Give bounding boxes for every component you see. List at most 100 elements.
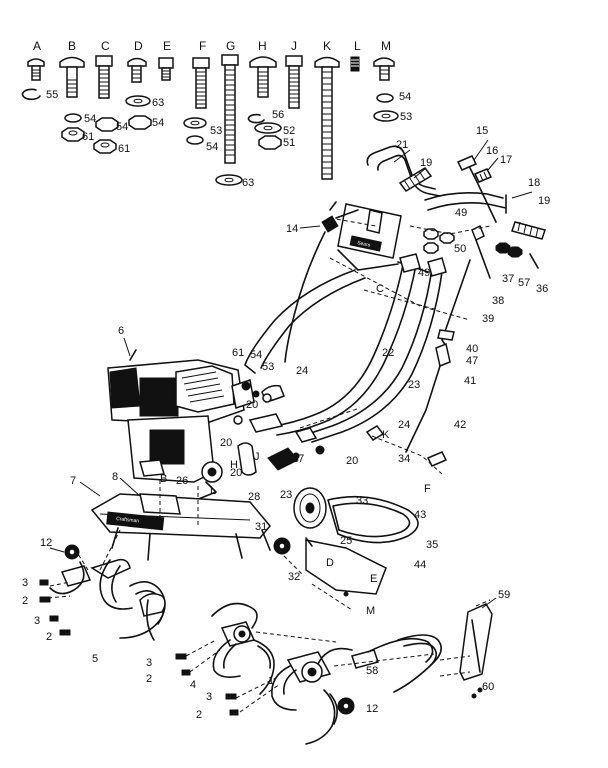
bolt-c [95,55,113,99]
callout-12-a: 12 [40,537,52,549]
callout-16: 16 [486,145,498,157]
hardware-letter-c: C [101,39,110,53]
bolt-f [192,57,210,109]
washer-52 [254,122,282,134]
callout-2-c: 2 [146,673,152,685]
hardware-letter-f: F [199,39,206,53]
lockwasher-56 [247,113,265,124]
callout-35: 35 [426,539,438,551]
hardware-letter-d: D [134,39,143,53]
nut-61-c [93,139,117,154]
lockwasher-54-f [186,135,204,145]
bracket-left [294,427,318,443]
pulley-and-belt [237,442,419,577]
callout-14: 14 [286,223,298,235]
callout-39: 39 [482,313,494,325]
bolt-b [59,56,85,98]
callout-32: 32 [288,571,300,583]
nut-57b [507,246,523,258]
callout-54-a: 54 [84,113,96,125]
bolt-a [27,58,45,81]
callout-3-d: 3 [206,691,212,703]
engine-6 [107,349,272,501]
tines-right-assembly [225,634,442,745]
callout-49-b: 49 [418,267,430,279]
grip-19-right [511,221,546,240]
hardware-letter-k: K [323,39,331,53]
callout-e2: E [370,573,377,585]
callout-29: 20 [230,467,242,479]
callout-27: 27 [292,453,304,465]
callout-54-c: 54 [152,117,164,129]
callout-59: 59 [498,589,510,601]
handle-assembly: Sears [244,145,546,475]
belt-35 [327,495,419,544]
brand-label: Sears [357,240,372,249]
lockwasher-54-left [64,113,82,123]
callout-j2: J [254,451,260,463]
tines-left-assembly [39,529,166,641]
bolt-k [314,56,340,180]
tine-4 [212,639,241,678]
hardware-bolts [27,54,395,180]
throttle-cable [284,231,326,363]
hardware-letter-a: A [33,39,41,53]
depth-stake-59 [439,599,493,699]
callout-36: 36 [536,283,548,295]
callout-l-l: L [210,485,216,497]
grip-19-left [398,167,433,192]
hardware-letter-j: J [291,39,297,53]
throttle-control-14 [321,201,359,233]
callout-54-e: 54 [399,91,411,103]
hardware-letter-m: M [381,39,391,53]
callout-2-a: 2 [22,595,28,607]
callout-20-b: 20 [220,437,232,449]
callout-18: 18 [528,177,540,189]
callout-19-b: 19 [538,195,550,207]
callout-44: 44 [414,559,426,571]
hardware-letter-b: B [68,39,76,53]
tine-58 [393,634,442,693]
callout-38: 38 [492,295,504,307]
clip-40 [437,329,455,341]
callout-23-a: 23 [408,379,420,391]
callout-6: 6 [118,325,124,337]
deck-label-plate [106,511,165,531]
callout-15: 15 [476,125,488,137]
callout-24-a: 24 [296,365,308,377]
nut-51 [258,135,282,150]
callout-33: 33 [356,495,368,507]
callout-19-a: 19 [420,157,432,169]
washer-63-d [125,95,151,107]
bracket-24-lower [365,425,385,441]
callout-12-b: 12 [366,703,378,715]
bolt-m [373,57,395,81]
nut-54-d [128,115,152,130]
washer-53-f [183,117,207,129]
callout-d2: D [326,557,334,569]
callout-4: 4 [190,679,196,691]
callout-42: 42 [454,419,466,431]
tine-outer-left [49,561,85,595]
bolt-e [158,57,174,81]
belt-cover-44 [305,537,387,611]
callout-49-a: 49 [455,207,467,219]
tines-center-assembly [175,602,337,695]
callout-24-b: 24 [398,419,410,431]
clutch-rod-42 [405,365,441,453]
callout-26: 26 [176,475,188,487]
nut-49a [423,228,439,240]
hardware-letter-l: L [354,39,361,53]
callout-22: 22 [382,347,394,359]
control-panel-plate: Sears [337,203,402,259]
callout-3-a: 3 [22,577,28,589]
callout-50: 50 [454,243,466,255]
callout-54-b: 54 [116,121,128,133]
callout-51: 51 [283,137,295,149]
hardware-header-row: A B C D E F G H J K L M [33,39,391,53]
callout-k2: K [382,429,390,441]
callout-53-a: 53 [210,125,222,137]
belt-guard-28 [267,447,299,471]
